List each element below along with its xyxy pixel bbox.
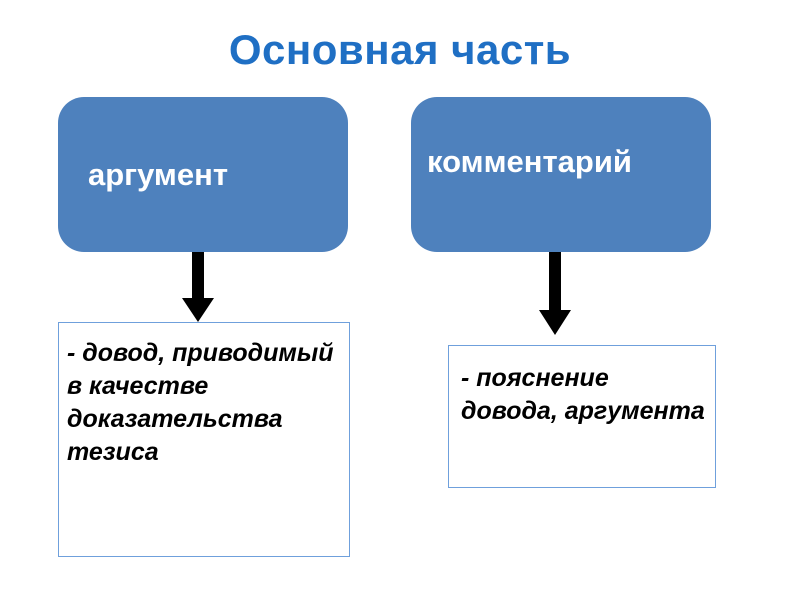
description-comment: - пояснение довода, аргумента	[448, 345, 716, 488]
description-argument: - довод, приводимый в качестве доказател…	[58, 322, 350, 557]
arrow-down-argument-icon	[178, 252, 218, 329]
arrow-down-comment-icon	[535, 252, 575, 342]
node-comment[interactable]: комментарий	[411, 97, 711, 252]
node-argument[interactable]: аргумент	[58, 97, 348, 252]
description-argument-text: - довод, приводимый в качестве доказател…	[67, 339, 334, 466]
description-comment-text: - пояснение довода, аргумента	[461, 364, 705, 425]
page-title: Основная часть	[228, 26, 572, 73]
node-argument-label: аргумент	[88, 156, 228, 192]
node-comment-label: комментарий	[427, 144, 632, 179]
